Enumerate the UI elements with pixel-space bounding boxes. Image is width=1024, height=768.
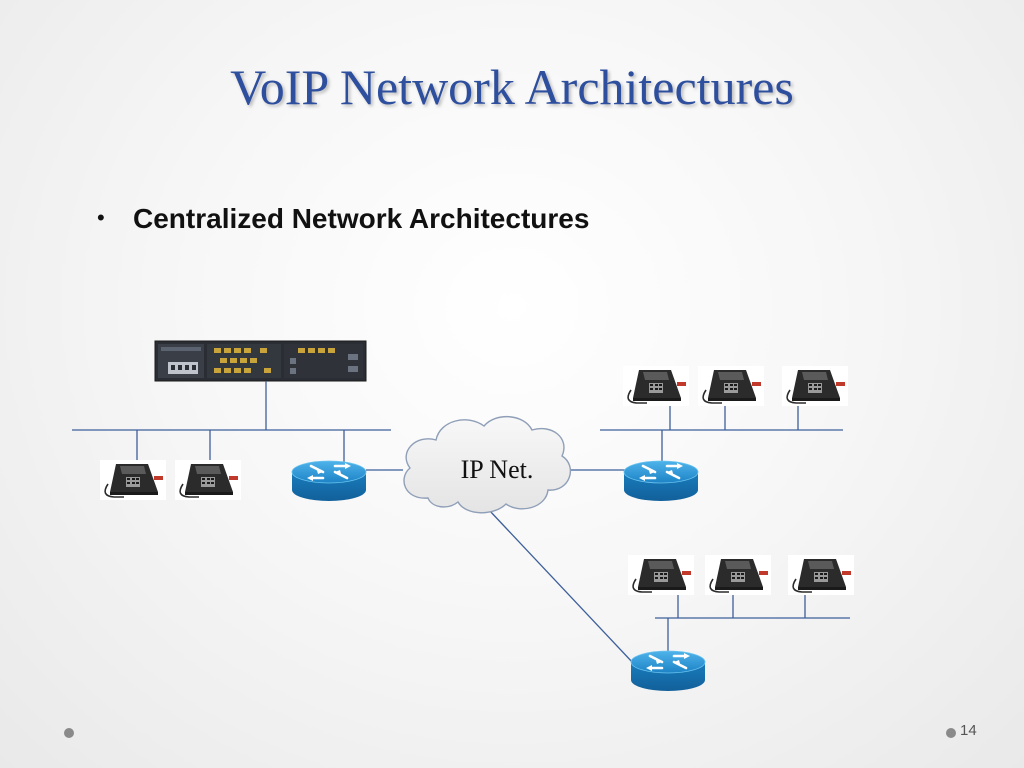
ip-phone-icon bbox=[781, 365, 849, 407]
ip-phone-icon bbox=[174, 459, 242, 501]
ip-phone-icon bbox=[99, 459, 167, 501]
router-icon-bottom bbox=[629, 649, 707, 693]
next-slide-dot[interactable] bbox=[946, 728, 956, 738]
ip-network-label: IP Net. bbox=[461, 455, 534, 484]
bullet-item: • Centralized Network Architectures bbox=[97, 203, 589, 235]
ip-phone-icon bbox=[787, 554, 855, 596]
pbx-server-icon bbox=[154, 340, 367, 382]
ip-phone-icon bbox=[697, 365, 765, 407]
ip-network-cloud: IP Net. bbox=[403, 415, 572, 514]
ip-phone-icon bbox=[704, 554, 772, 596]
previous-slide-dot[interactable] bbox=[64, 728, 74, 738]
page-number: 14 bbox=[960, 722, 977, 739]
bullet-text: Centralized Network Architectures bbox=[133, 203, 590, 234]
ip-phone-icon bbox=[627, 554, 695, 596]
ip-phone-icon bbox=[622, 365, 690, 407]
router-icon-left bbox=[290, 459, 368, 503]
router-icon-right bbox=[622, 459, 700, 503]
slide-title: VoIP Network Architectures bbox=[230, 59, 794, 115]
bullet-marker: • bbox=[97, 205, 105, 230]
